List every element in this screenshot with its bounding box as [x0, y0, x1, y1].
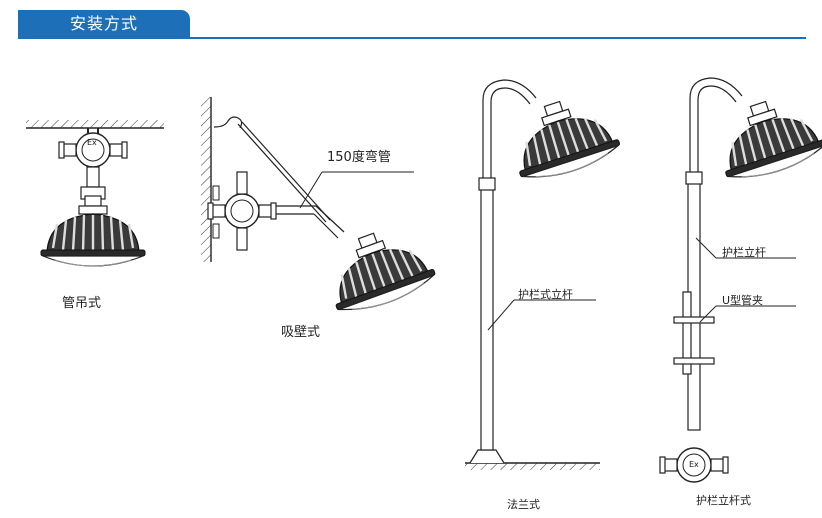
callout-guardrail-pole-right: 护栏立杆 [722, 246, 766, 259]
flange-mount-diagram [465, 79, 625, 470]
section-divider [18, 37, 806, 39]
caption-guardrail: 护栏立杆式 [696, 494, 751, 507]
pendant-mount-diagram [26, 120, 164, 268]
callout-u-clamp: U型管夹 [722, 294, 764, 307]
caption-flange: 法兰式 [507, 498, 540, 511]
section-header-bar [18, 10, 190, 38]
guardrail-mount-diagram [659, 77, 822, 483]
callout-bend-pipe: 150度弯管 [327, 150, 391, 165]
ex-mark-guardrail: Ex [689, 460, 699, 469]
callout-guardrail-pole-left: 护栏式立杆 [518, 288, 573, 301]
wall-mount-diagram [201, 97, 441, 321]
caption-pendant: 管吊式 [62, 296, 102, 311]
caption-wall: 吸壁式 [281, 325, 321, 340]
ex-mark-pendant: Ex [87, 138, 97, 147]
section-title: 安装方式 [69, 14, 138, 33]
